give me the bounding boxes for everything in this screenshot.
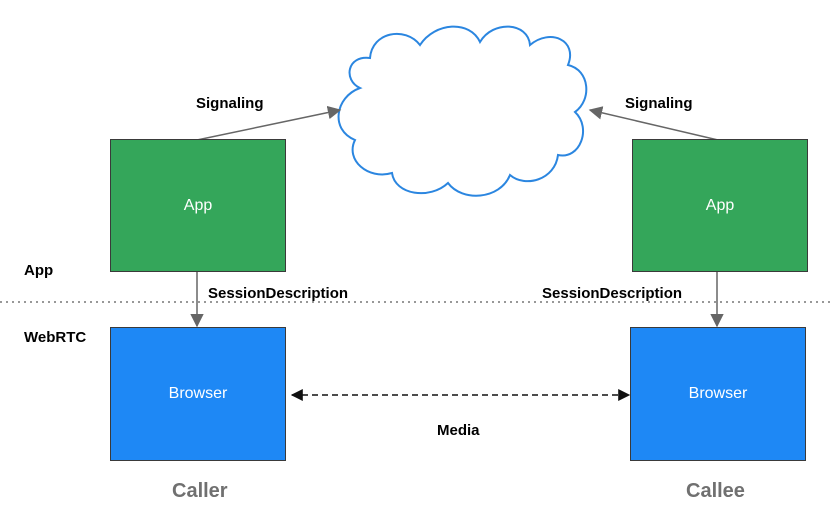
callee-app-label: App xyxy=(705,196,735,214)
callee-browser-box: Browser xyxy=(630,327,806,461)
callee-browser-label: Browser xyxy=(688,385,748,402)
caller-footer-label: Caller xyxy=(172,480,228,502)
callee-app-box: App xyxy=(632,139,808,272)
callee-signaling-arrow xyxy=(588,106,719,141)
callee-footer-label: Callee xyxy=(686,480,745,502)
caller-session-description-label: SessionDescription xyxy=(208,285,349,302)
callee-signaling-label: Signaling xyxy=(625,95,693,112)
caller-app-box: App xyxy=(110,139,286,272)
signaling-cloud-icon xyxy=(337,25,588,197)
caller-signaling-arrow xyxy=(196,105,342,141)
caller-signaling-label: Signaling xyxy=(196,95,264,112)
media-label: Media xyxy=(437,422,480,439)
callee-session-description-label: SessionDescription xyxy=(542,285,683,302)
app-layer-label: App xyxy=(24,262,54,279)
caller-browser-box: Browser xyxy=(110,327,286,461)
caller-app-label: App xyxy=(183,196,213,214)
caller-browser-label: Browser xyxy=(168,385,228,402)
webrtc-layer-label: WebRTC xyxy=(24,329,87,346)
